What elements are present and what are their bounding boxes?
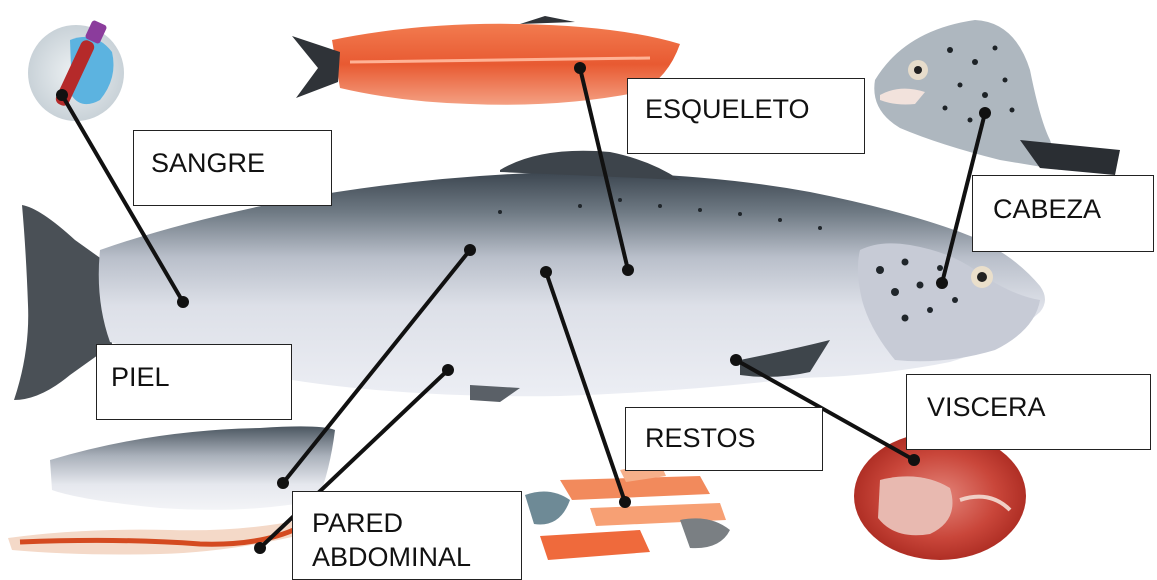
blood-tube-image — [28, 20, 124, 121]
viscera-image — [854, 432, 1026, 560]
label-restos: RESTOS — [625, 407, 823, 471]
label-pared-line2: ABDOMINAL — [312, 540, 521, 574]
label-piel: PIEL — [96, 344, 292, 420]
label-piel-text: PIEL — [111, 361, 291, 394]
dot-piel-source — [464, 244, 476, 256]
label-restos-text: RESTOS — [645, 422, 822, 455]
dot-restos-source — [540, 266, 552, 278]
dot-piel-target — [277, 477, 289, 489]
dot-cabeza-target — [936, 277, 948, 289]
leftovers-image — [525, 462, 730, 560]
label-sangre-text: SANGRE — [151, 147, 331, 180]
label-viscera: VISCERA — [906, 374, 1151, 450]
dot-esqueleto-target — [622, 264, 634, 276]
dot-viscera-source — [730, 354, 742, 366]
label-esqueleto-text: ESQUELETO — [645, 93, 864, 126]
dot-esqueleto-source — [574, 62, 586, 74]
label-cabeza-text: CABEZA — [993, 193, 1153, 226]
dot-cabeza-source — [979, 107, 991, 119]
label-viscera-text: VISCERA — [927, 391, 1150, 424]
label-pared-abdominal: PARED ABDOMINAL — [292, 491, 522, 580]
dot-viscera-target — [908, 454, 920, 466]
dot-pared-target — [254, 542, 266, 554]
head-image — [874, 20, 1120, 175]
label-pared-line1: PARED — [312, 506, 521, 540]
skeleton-image — [292, 16, 680, 105]
label-cabeza: CABEZA — [972, 175, 1154, 252]
label-sangre: SANGRE — [133, 130, 332, 206]
dot-sangre-source — [56, 89, 68, 101]
dot-pared-source — [442, 364, 454, 376]
dot-restos-target — [619, 496, 631, 508]
dot-sangre-target — [177, 296, 189, 308]
label-esqueleto: ESQUELETO — [627, 78, 865, 154]
